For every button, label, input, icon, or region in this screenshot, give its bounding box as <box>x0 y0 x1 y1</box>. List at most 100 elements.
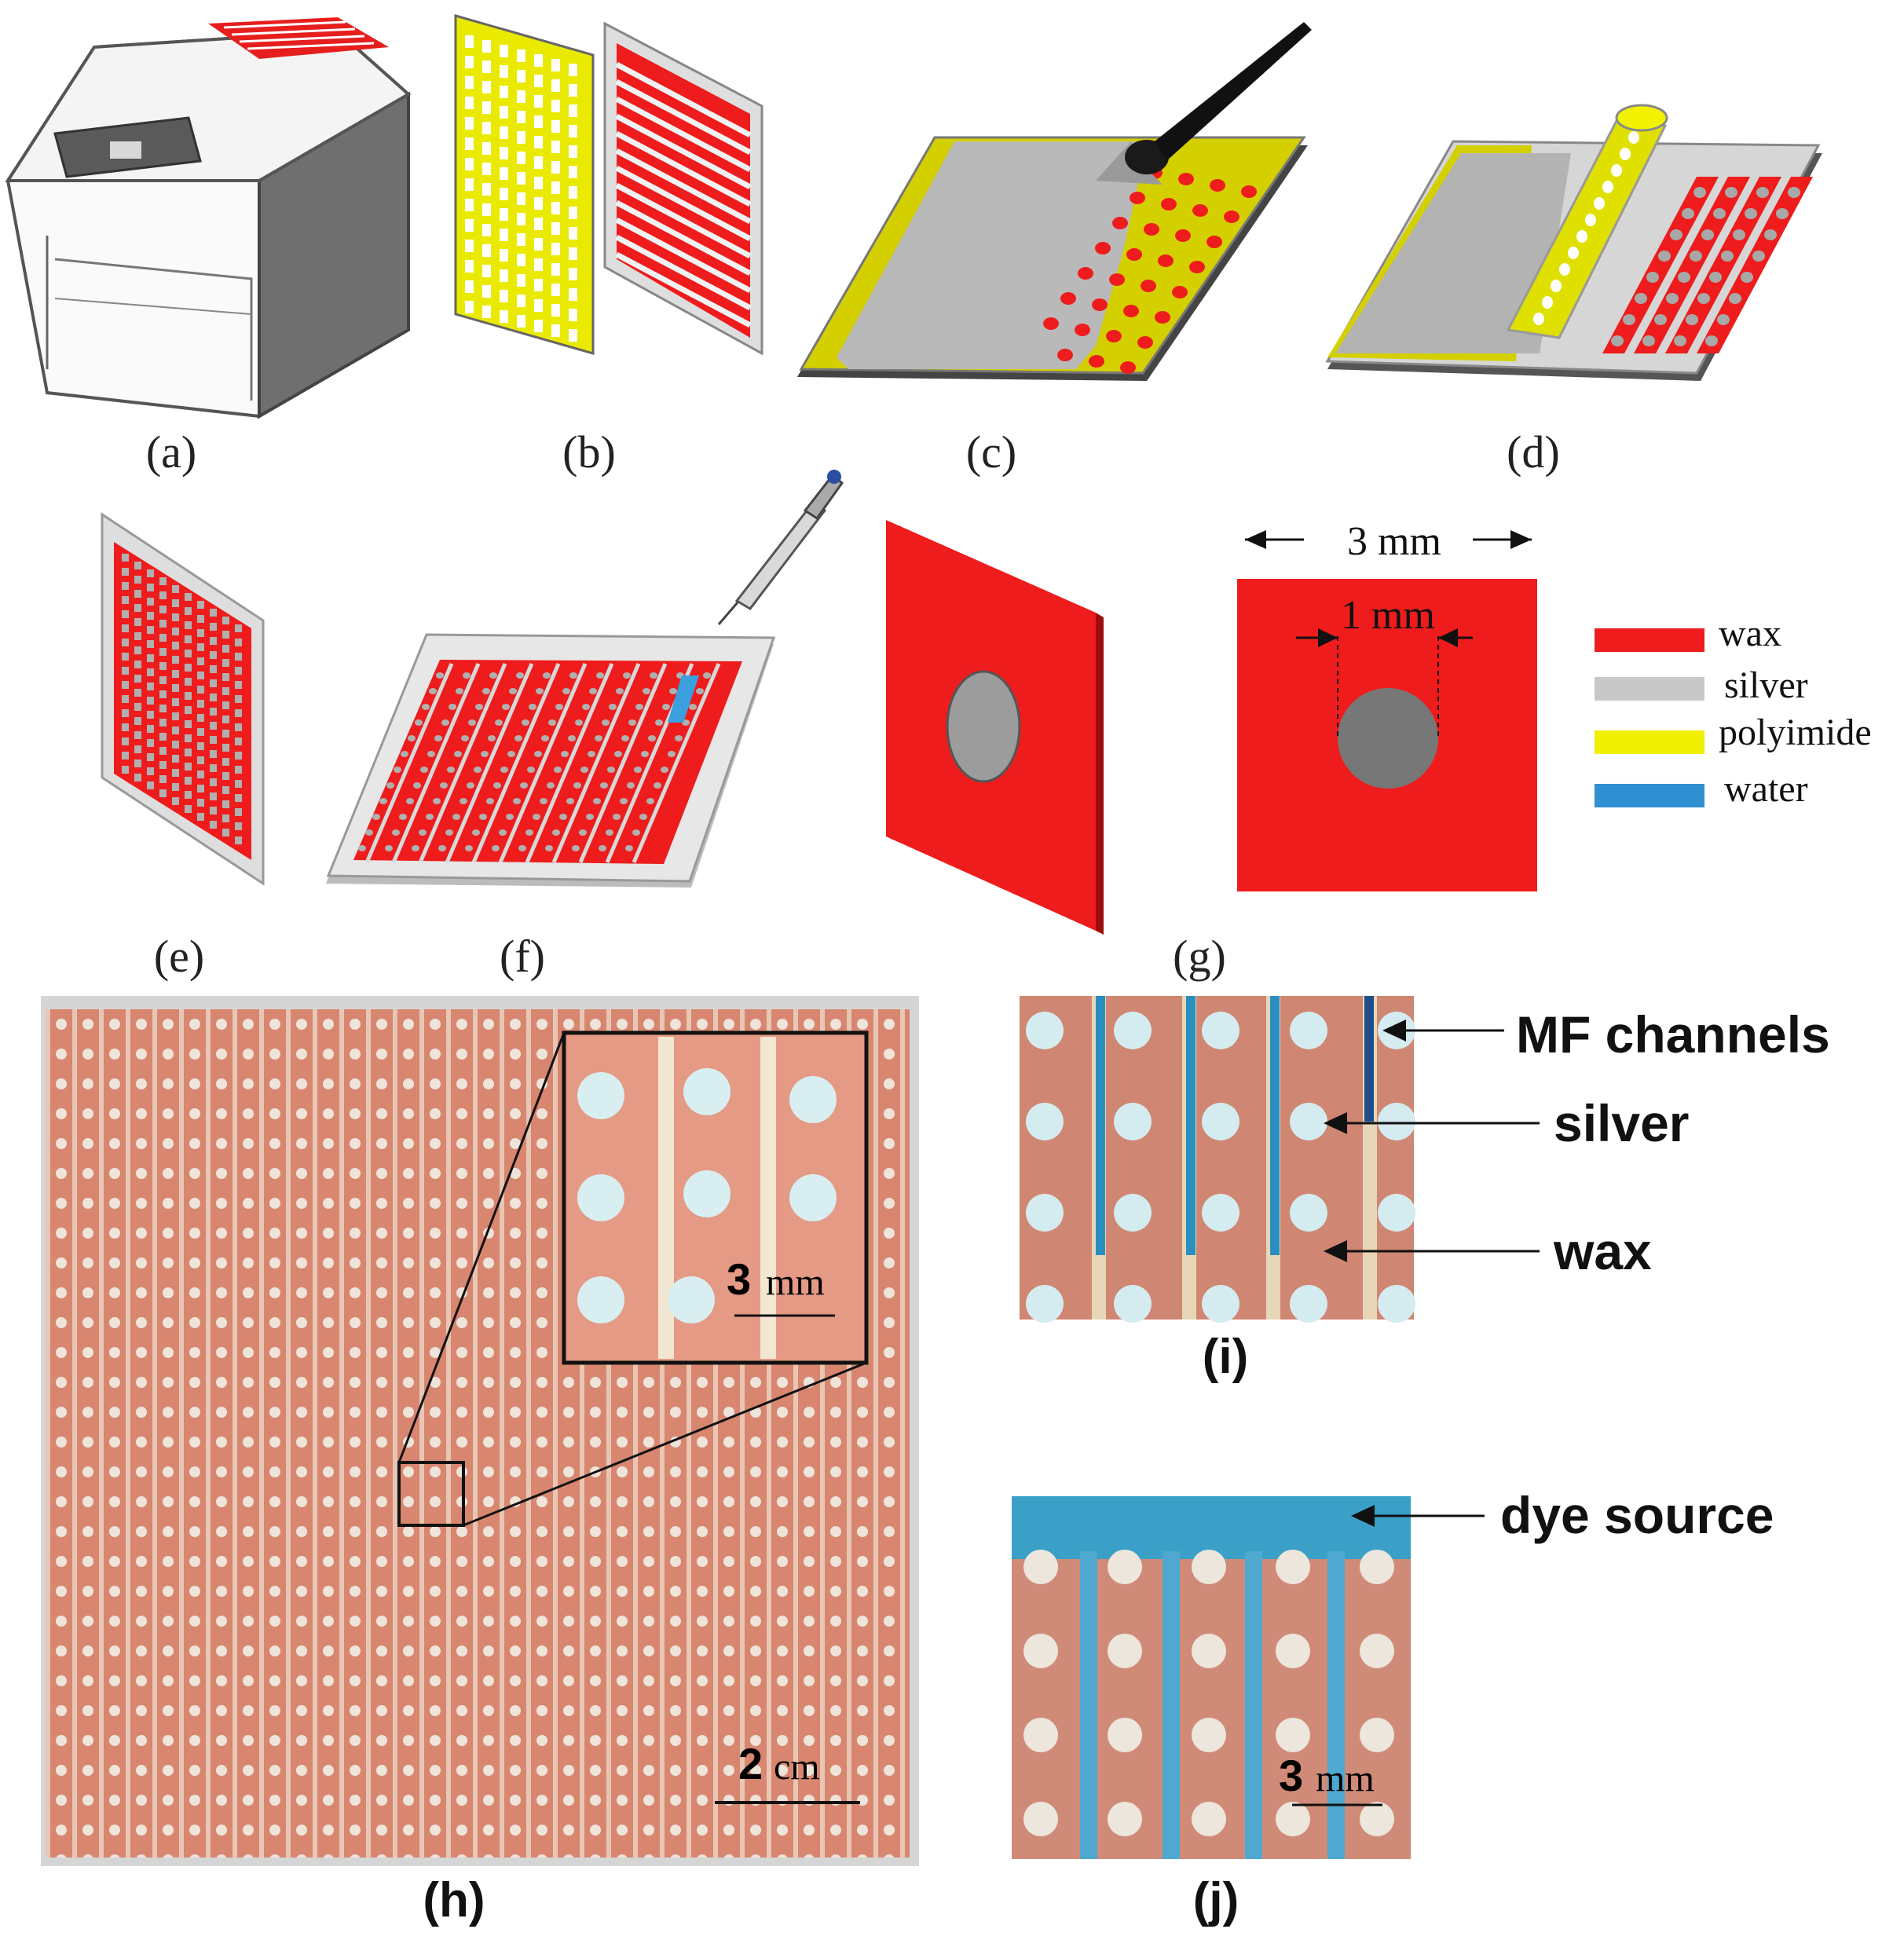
mask-hole <box>569 84 577 97</box>
mf-channel <box>1364 996 1374 1122</box>
silver-cell <box>134 717 141 725</box>
silver-cell <box>235 780 242 788</box>
mask-hole <box>551 304 560 317</box>
silver-cell <box>1192 1550 1226 1584</box>
silver-cell <box>172 797 179 805</box>
stripe-gap <box>615 148 752 225</box>
mask-hole <box>517 192 525 205</box>
wax-stripe-sheet <box>603 21 763 356</box>
silver-cell <box>572 845 580 851</box>
wax-dot <box>1241 185 1257 198</box>
silver-cell <box>426 814 434 820</box>
photo-i-channels <box>1020 996 1415 1323</box>
silver-cell <box>210 694 217 701</box>
mask-hole <box>1551 280 1562 292</box>
mask-hole <box>517 152 525 164</box>
silver-cell <box>235 723 242 731</box>
silver-cell <box>438 845 446 851</box>
silver-cell <box>134 661 141 668</box>
silver-cell <box>625 845 633 851</box>
single-cell-dimensions: 3 mm 1 mm <box>1237 519 1537 891</box>
stripe-gap <box>615 182 752 259</box>
mask-hole <box>551 243 560 255</box>
silver-cell <box>449 704 456 710</box>
silver-cell <box>533 814 540 820</box>
silver-cell <box>197 714 204 722</box>
silver-cell <box>1635 293 1647 304</box>
silver-cell <box>1378 1103 1415 1140</box>
silver-cell <box>134 745 141 753</box>
silver-cell <box>639 814 647 820</box>
silver-cell <box>1114 1103 1152 1140</box>
panel-label-a: (a) <box>146 426 196 478</box>
silver-cell <box>210 778 217 786</box>
mask-hole <box>517 274 525 287</box>
silver-cell <box>134 731 141 739</box>
silver-cell <box>541 735 549 741</box>
mask-hole <box>1568 247 1579 259</box>
inner-dimension-label: 1 mm <box>1341 593 1435 638</box>
mask-hole <box>1620 148 1631 160</box>
silver-cell <box>1276 1802 1310 1836</box>
label-silver: silver <box>1554 1094 1689 1152</box>
mask-hole <box>465 158 474 170</box>
label-wax: wax <box>1553 1222 1652 1280</box>
h-scalebar-number: 2 <box>738 1739 763 1788</box>
silver-cell <box>210 665 217 673</box>
silver-cell <box>159 747 167 755</box>
silver-cell <box>172 642 179 650</box>
silver-cell <box>1026 1012 1064 1049</box>
mask-hole <box>465 35 474 48</box>
silver-cell <box>1733 229 1745 240</box>
silver-cell <box>222 730 229 738</box>
silver-cell <box>559 814 567 820</box>
legend-swatch-wax <box>1595 628 1704 652</box>
silver-cell <box>185 593 192 601</box>
silver-cell <box>445 829 453 836</box>
wax-dot <box>1092 298 1108 311</box>
silver-cell <box>401 751 408 757</box>
wax-dot <box>1120 361 1136 374</box>
silver-cell <box>185 706 192 714</box>
mask-hole <box>500 147 508 159</box>
silver-cell <box>134 618 141 626</box>
silver-cell <box>668 1276 715 1323</box>
silver-cell <box>429 688 437 694</box>
silver-cell <box>1697 293 1710 304</box>
silver-cell <box>412 845 419 851</box>
mask-hole <box>517 172 525 185</box>
brush-icon <box>1096 22 1312 185</box>
silver-cell <box>623 672 631 679</box>
silver-cell <box>222 701 229 709</box>
silver-cell <box>159 606 167 613</box>
silver-cell <box>635 704 643 710</box>
inset-scalebar-number: 3 <box>727 1254 751 1304</box>
mask-hole <box>569 125 577 137</box>
silver-cell <box>134 632 141 640</box>
silver-cell <box>543 672 551 679</box>
silver-cell <box>1276 1634 1310 1668</box>
label-mf-channels: MF channels <box>1516 1005 1830 1063</box>
silver-cell <box>235 808 242 816</box>
j-scalebar-unit: mm <box>1316 1758 1375 1799</box>
silver-cell <box>586 814 594 820</box>
mask-hole <box>551 79 560 92</box>
silver-cell <box>386 782 394 789</box>
silver-cell <box>147 739 154 747</box>
silver-cell <box>789 1174 837 1221</box>
silver-cell <box>595 735 602 741</box>
wax-dot <box>1043 317 1059 330</box>
wax-stripe <box>1634 177 1750 353</box>
stripe-gap <box>615 96 752 173</box>
silver-cell <box>440 782 448 789</box>
wax-stripe <box>1602 177 1719 353</box>
silver-cell <box>222 659 229 667</box>
silver-cell <box>210 679 217 687</box>
mask-hole <box>1611 164 1622 177</box>
polyimide-mask <box>454 14 595 355</box>
silver-cell <box>1276 1550 1310 1584</box>
panel-label-j: (j) <box>1193 1873 1239 1927</box>
mask-hole <box>482 163 491 175</box>
silver-cell <box>197 672 204 679</box>
silver-cell <box>580 767 588 773</box>
